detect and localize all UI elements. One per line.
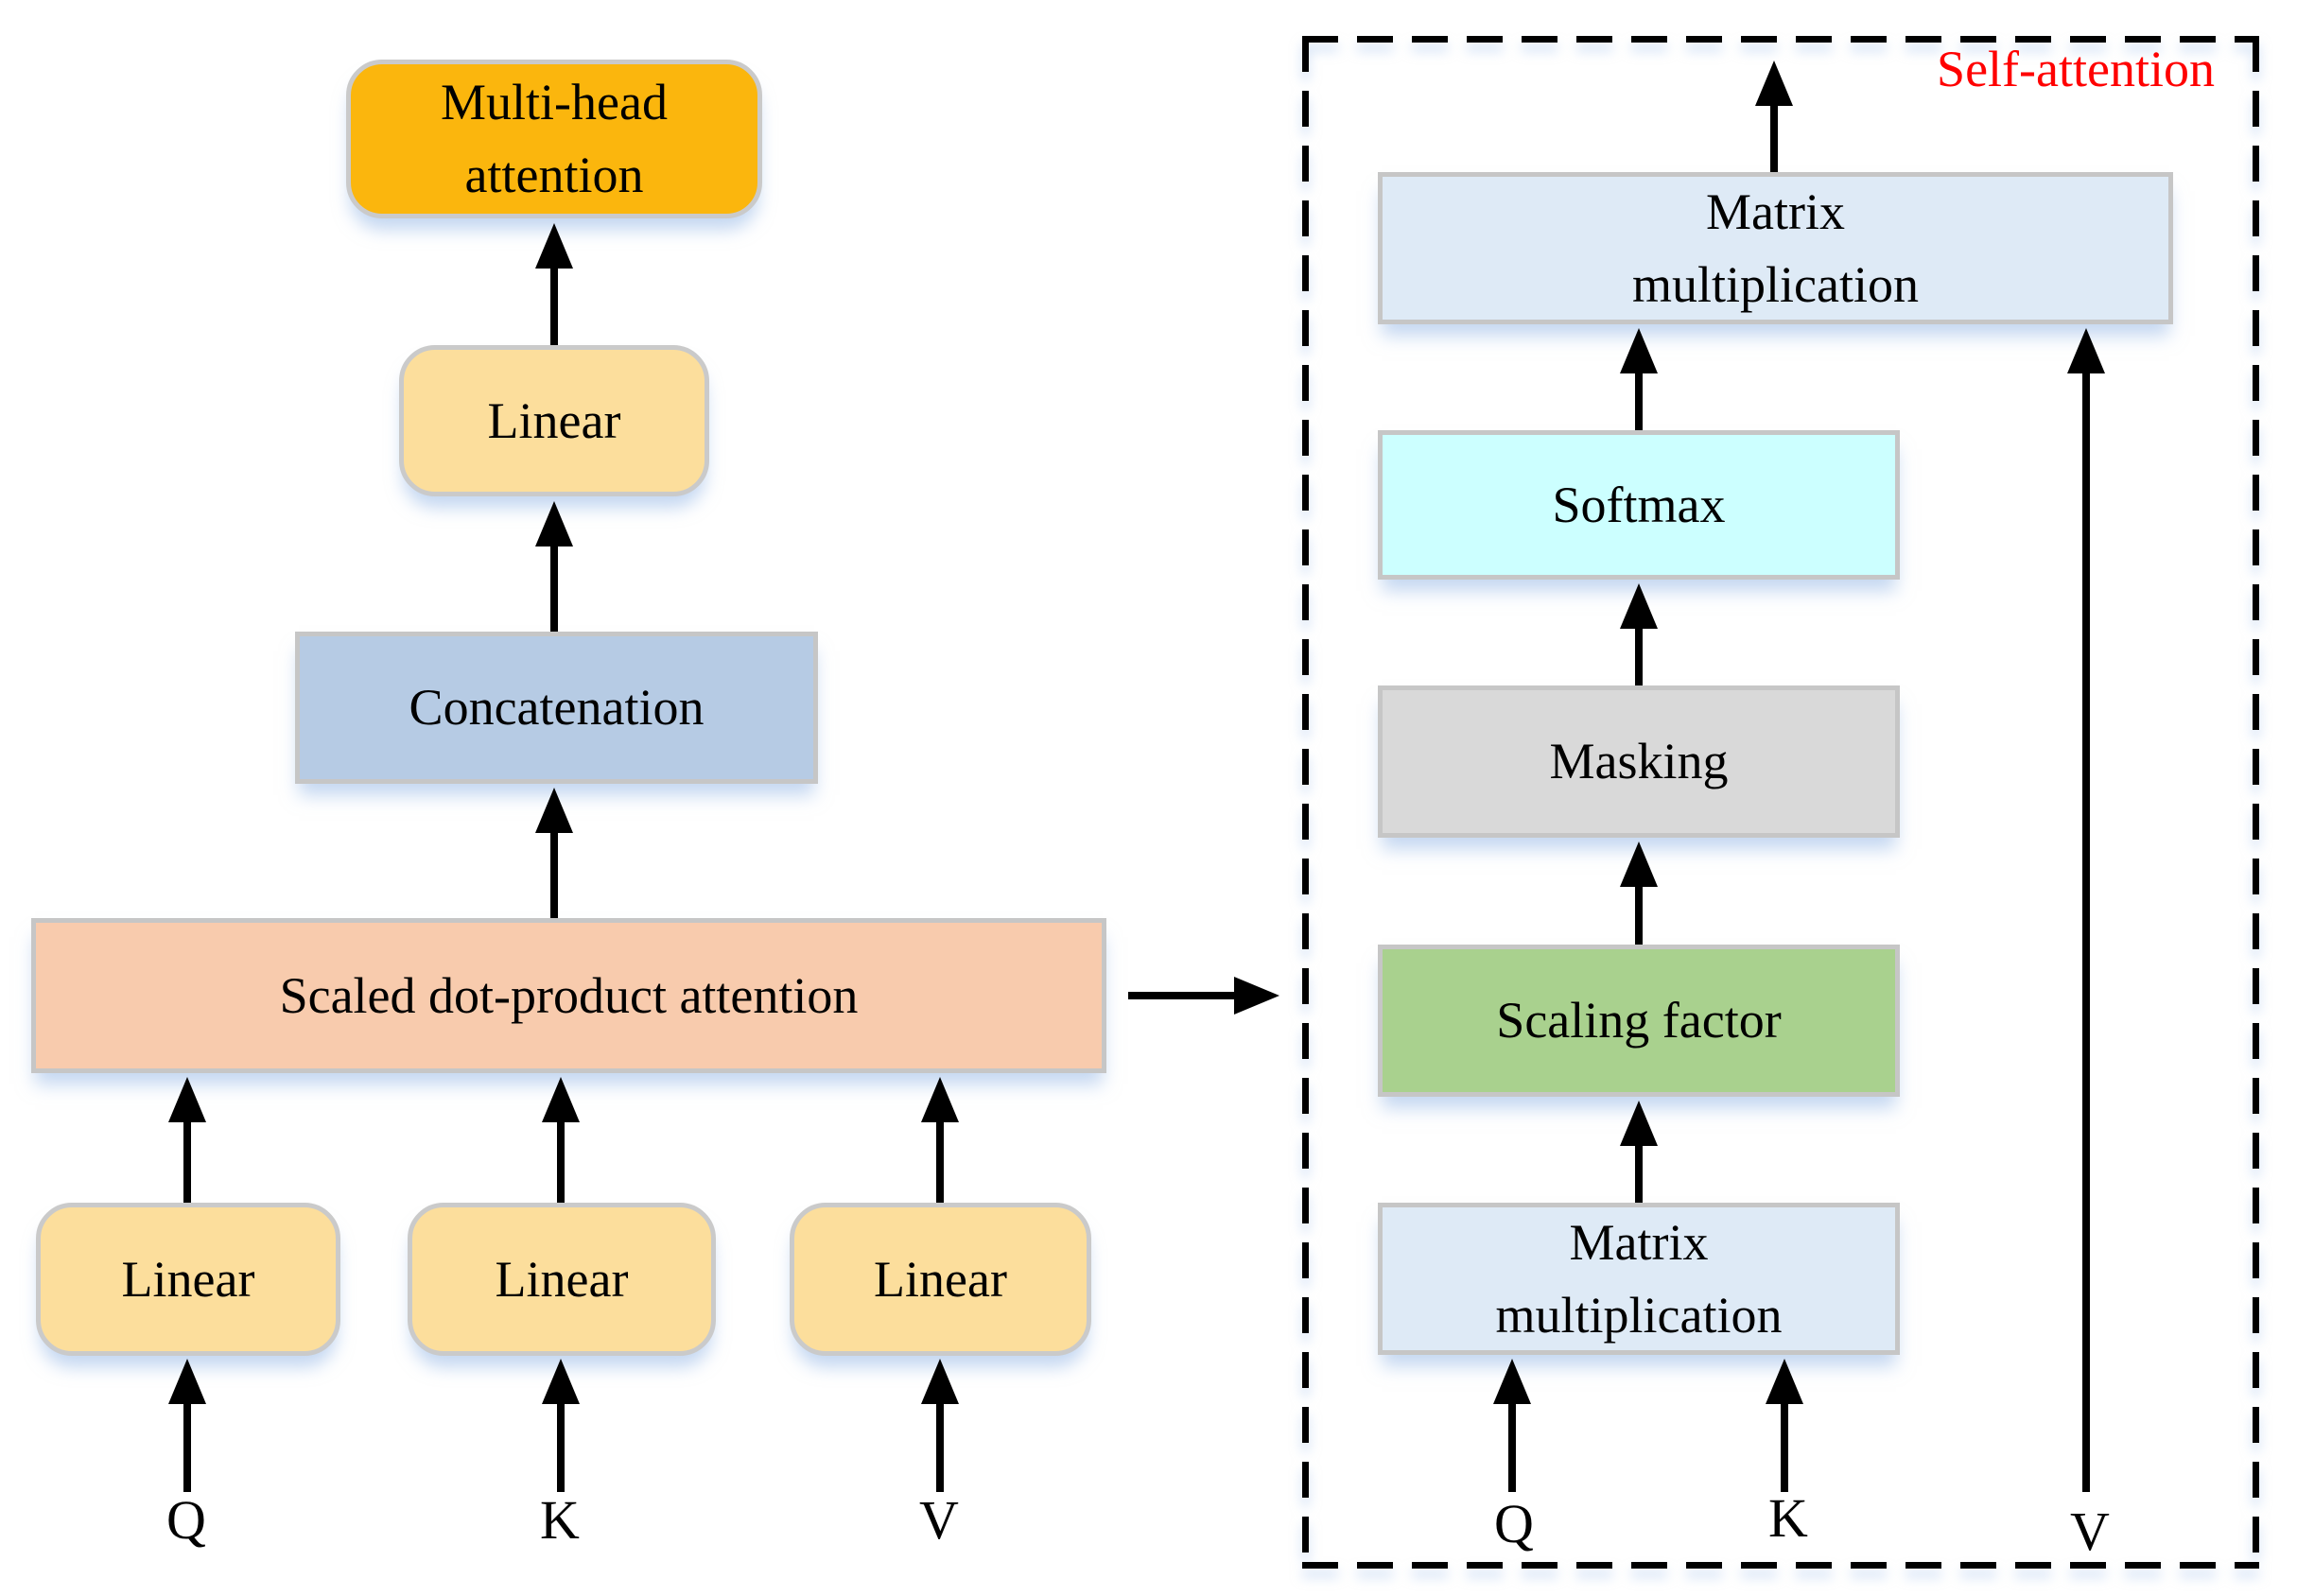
arrow-scaled-to-concat-icon	[535, 788, 573, 918]
input-q-label: Q	[166, 1489, 206, 1551]
arrow-k-to-matmul-icon	[1766, 1359, 1803, 1492]
linear-k-label: Linear	[495, 1250, 629, 1308]
concatenation-label: Concatenation	[409, 679, 705, 737]
self-attention-input-q-label: Q	[1494, 1493, 1534, 1554]
arrow-linearq-to-scaled-icon	[168, 1077, 206, 1203]
matrix-multiplication-top-label: Matrix multiplication	[1632, 182, 1919, 313]
arrow-softmax-to-matmul-icon	[1620, 328, 1658, 430]
arrow-masking-to-softmax-icon	[1620, 583, 1658, 685]
arrow-q-to-matmul-icon	[1493, 1359, 1531, 1492]
input-v-label: V	[919, 1489, 959, 1551]
matrix-multiplication-bottom-label: Matrix multiplication	[1495, 1213, 1783, 1344]
softmax-node: Softmax	[1378, 430, 1900, 580]
matrix-multiplication-top-node: Matrix multiplication	[1378, 172, 2173, 324]
self-attention-title: Self-attention	[1937, 41, 2215, 97]
arrow-matmul-to-scaling-icon	[1620, 1101, 1658, 1203]
linear-k-node: Linear	[408, 1203, 716, 1356]
arrow-scaling-to-masking-icon	[1620, 841, 1658, 945]
arrow-lineark-to-scaled-icon	[542, 1077, 580, 1203]
arrow-q-to-linear-icon	[168, 1359, 206, 1492]
linear-output-node: Linear	[399, 345, 709, 496]
scaling-factor-label: Scaling factor	[1496, 992, 1782, 1050]
multi-head-attention-label: Multi-head attention	[441, 74, 668, 203]
dashed-border-top	[1302, 36, 2259, 43]
linear-q-node: Linear	[36, 1203, 340, 1356]
arrow-k-to-linear-icon	[542, 1359, 580, 1492]
self-attention-region	[1302, 36, 2259, 1569]
arrow-linear-to-multihead-icon	[535, 223, 573, 345]
dashed-border-bottom	[1302, 1562, 2259, 1569]
masking-node: Masking	[1378, 685, 1900, 838]
matrix-multiplication-bottom-node: Matrix multiplication	[1378, 1203, 1900, 1355]
arrow-selfattention-output-icon	[1755, 61, 1793, 172]
concatenation-node: Concatenation	[295, 632, 818, 784]
linear-v-label: Linear	[874, 1250, 1007, 1308]
scaled-dot-product-attention-node: Scaled dot-product attention	[31, 918, 1106, 1073]
self-attention-input-v-label: V	[2070, 1501, 2110, 1562]
dashed-border-right	[2253, 36, 2259, 1569]
dashed-border-left	[1302, 36, 1309, 1569]
arrow-concat-to-linear-icon	[535, 501, 573, 632]
linear-output-label: Linear	[487, 391, 621, 449]
softmax-label: Softmax	[1552, 476, 1726, 533]
multi-head-attention-node: Multi-head attention	[346, 60, 762, 218]
arrow-linearv-to-scaled-icon	[921, 1077, 959, 1203]
linear-v-node: Linear	[790, 1203, 1091, 1356]
scaled-dot-product-attention-label: Scaled dot-product attention	[279, 966, 859, 1024]
linear-q-label: Linear	[121, 1250, 255, 1308]
input-k-label: K	[540, 1489, 580, 1551]
arrow-scaled-to-selfattention-icon	[1128, 977, 1279, 1015]
self-attention-input-k-label: K	[1768, 1487, 1808, 1549]
masking-label: Masking	[1549, 733, 1729, 790]
scaling-factor-node: Scaling factor	[1378, 945, 1900, 1097]
arrow-v-to-linear-icon	[921, 1359, 959, 1492]
arrow-v-bypass-icon	[2067, 328, 2105, 1492]
